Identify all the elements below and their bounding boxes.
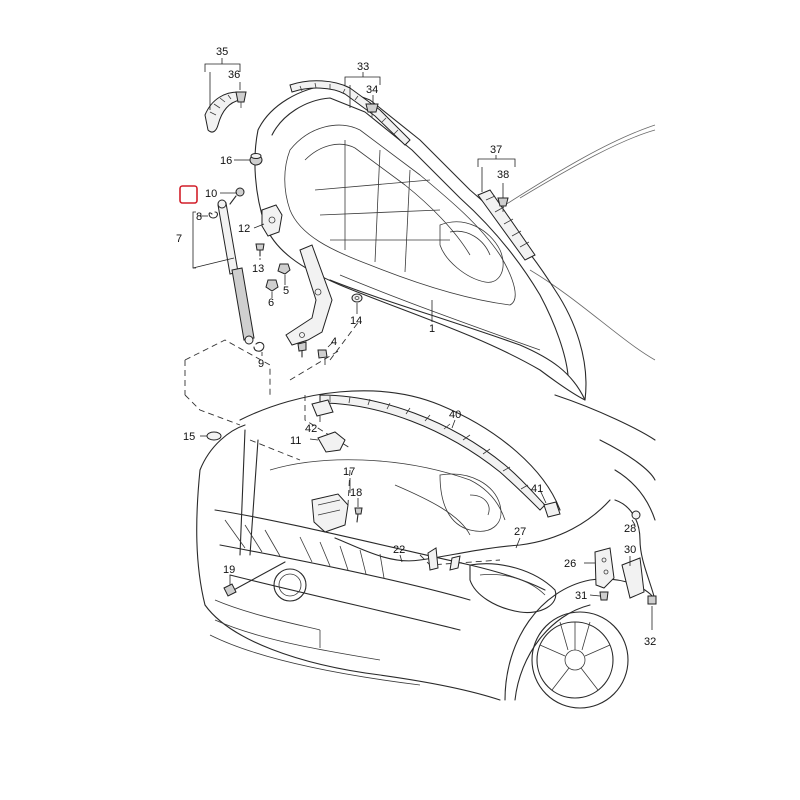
label-34: 34 <box>366 84 378 96</box>
label-26: 26 <box>564 558 576 570</box>
label-5: 5 <box>283 285 289 297</box>
bracket-30 <box>621 557 645 599</box>
screw-31 <box>599 591 609 601</box>
bolt-13 <box>255 243 265 257</box>
cable-28 <box>614 499 656 601</box>
label-17: 17 <box>343 466 355 478</box>
screw-18 <box>354 507 363 523</box>
clip-38 <box>497 197 509 212</box>
label-9: 9 <box>258 358 264 370</box>
lock-17 <box>311 493 349 533</box>
clip-36 <box>235 91 247 108</box>
label-42: 42 <box>305 423 317 435</box>
bonnet-hood <box>254 84 587 401</box>
label-4: 4 <box>331 336 337 348</box>
label-37: 37 <box>490 144 502 156</box>
label-36: 36 <box>228 69 240 81</box>
nut-5 <box>277 263 291 275</box>
bracket-42 <box>311 399 334 417</box>
ball-stud-10 <box>229 187 245 205</box>
label-28: 28 <box>624 523 636 535</box>
label-31: 31 <box>575 590 587 602</box>
label-32: 32 <box>644 636 656 648</box>
label-41: 41 <box>531 483 543 495</box>
label-19: 19 <box>223 564 235 576</box>
label-40: 40 <box>449 409 461 421</box>
label-30: 30 <box>624 544 636 556</box>
plug-15 <box>206 431 222 441</box>
cable-22 <box>334 499 611 571</box>
label-18: 18 <box>350 487 362 499</box>
label-15: 15 <box>183 431 195 443</box>
label-38: 38 <box>497 169 509 181</box>
nut-6 <box>265 279 279 292</box>
label-27: 27 <box>514 526 526 538</box>
grommet-14 <box>351 293 363 303</box>
highlight-box <box>179 185 198 204</box>
bolt-19 <box>223 561 286 597</box>
label-8: 8 <box>196 211 202 223</box>
label-1: 1 <box>429 323 435 335</box>
seal-37 <box>477 189 536 261</box>
handle-26 <box>594 547 615 589</box>
label-7: 7 <box>176 233 182 245</box>
label-14: 14 <box>350 315 362 327</box>
retainer-41 <box>543 501 561 518</box>
label-12: 12 <box>238 223 250 235</box>
circlip-8 <box>208 211 218 219</box>
label-11: 11 <box>290 435 301 447</box>
leader-lines <box>192 58 653 630</box>
seal-40 <box>319 394 546 511</box>
bolts-4 <box>297 341 328 359</box>
bracket-11 <box>317 431 346 453</box>
label-6: 6 <box>268 297 274 309</box>
label-33: 33 <box>357 61 369 73</box>
hinge-12 <box>261 204 283 237</box>
seal-35 <box>204 91 241 133</box>
label-22: 22 <box>393 544 405 556</box>
label-16: 16 <box>220 155 232 167</box>
bump-stop-16 <box>249 153 263 166</box>
circlip-9 <box>253 341 265 352</box>
hinge-lower <box>285 244 333 346</box>
callout-labels: 35 36 33 34 16 37 38 10 8 12 7 13 5 6 14… <box>176 46 656 648</box>
bolt-32 <box>647 595 657 605</box>
label-10: 10 <box>205 188 217 200</box>
gas-strut-7 <box>217 199 255 345</box>
car-body <box>196 124 656 709</box>
label-13: 13 <box>252 263 264 275</box>
clip-34 <box>365 103 379 118</box>
label-35: 35 <box>216 46 228 58</box>
